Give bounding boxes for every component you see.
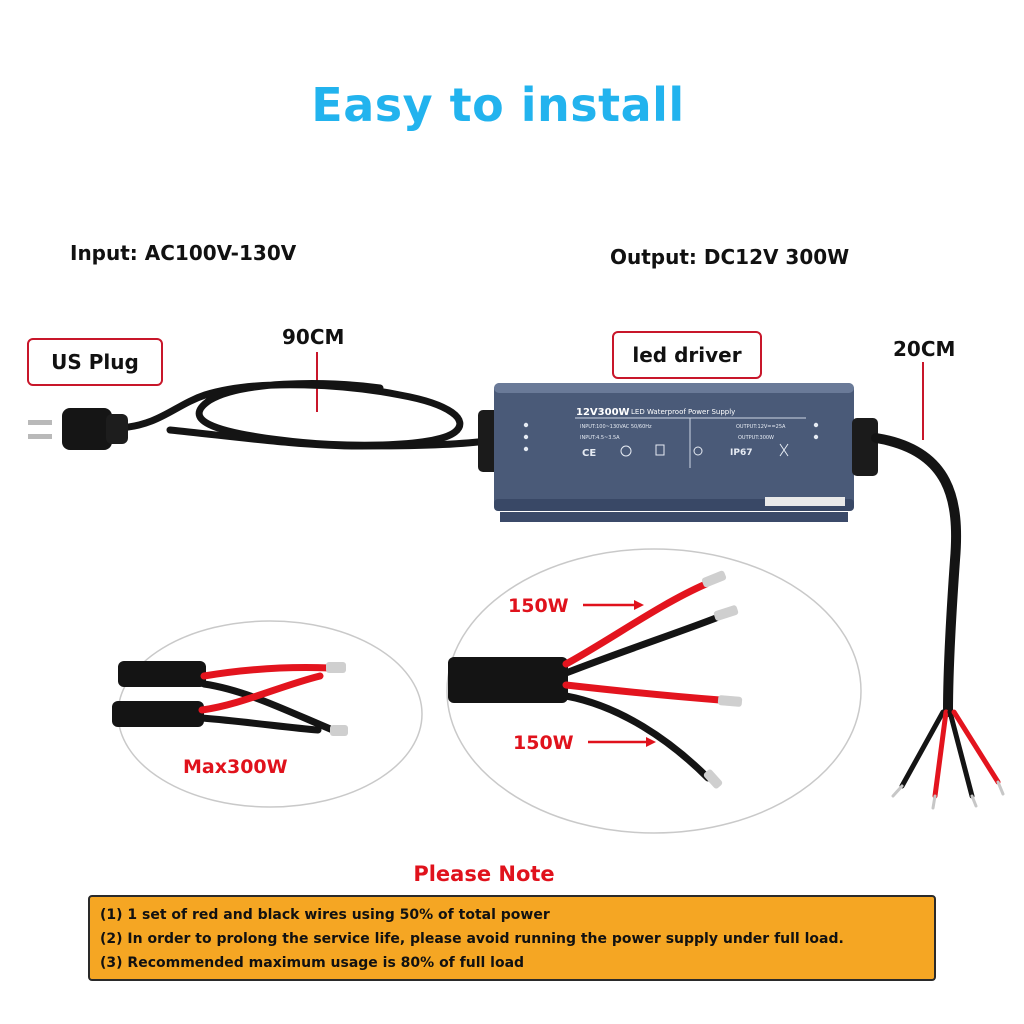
input-spec: Input: AC100V-130V — [70, 241, 297, 265]
driver-name: LED Waterproof Power Supply — [631, 408, 735, 416]
watt-arrows — [583, 600, 656, 747]
note-box: (1) 1 set of red and black wires using 5… — [88, 895, 936, 981]
cert-icon — [655, 444, 665, 456]
safety-icon — [620, 445, 632, 457]
ce-mark: CE — [582, 448, 596, 459]
us-plug-callout: US Plug — [27, 338, 163, 386]
output-length-label: 20CM — [893, 337, 956, 361]
ip-rating: IP67 — [730, 448, 752, 458]
driver-input-line: INPUT:100~130VAC 50/60Hz — [580, 424, 652, 430]
driver-output-line: OUTPUT:12V==25A — [736, 424, 786, 430]
weee-icon — [779, 443, 789, 457]
class-icon — [693, 446, 703, 456]
us-plug-icon — [28, 408, 128, 450]
driver-output-power: OUTPUT:300W — [738, 435, 774, 441]
led-driver-callout: led driver — [612, 331, 762, 379]
led-driver-unit: 12V300W LED Waterproof Power Supply INPU… — [478, 383, 878, 522]
note-line-2: (2) In order to prolong the service life… — [100, 931, 844, 947]
branch-top-watt: 150W — [508, 595, 569, 617]
page-title: Easy to install — [311, 78, 685, 132]
max-watt-label: Max300W — [183, 756, 288, 778]
note-title: Please Note — [413, 862, 555, 886]
output-spec: Output: DC12V 300W — [610, 245, 850, 269]
paired-wires-detail — [112, 661, 348, 736]
dc-output-cable — [871, 433, 1005, 810]
driver-model: 12V300W — [576, 407, 630, 418]
driver-input-current: INPUT:4.5~3.5A — [580, 435, 620, 441]
note-line-3: (3) Recommended maximum usage is 80% of … — [100, 955, 525, 971]
cord-length-label: 90CM — [282, 325, 345, 349]
split-wires-detail — [448, 570, 743, 789]
branch-bottom-watt: 150W — [513, 732, 574, 754]
note-line-1: (1) 1 set of red and black wires using 5… — [100, 907, 550, 923]
ac-cord — [116, 380, 496, 450]
